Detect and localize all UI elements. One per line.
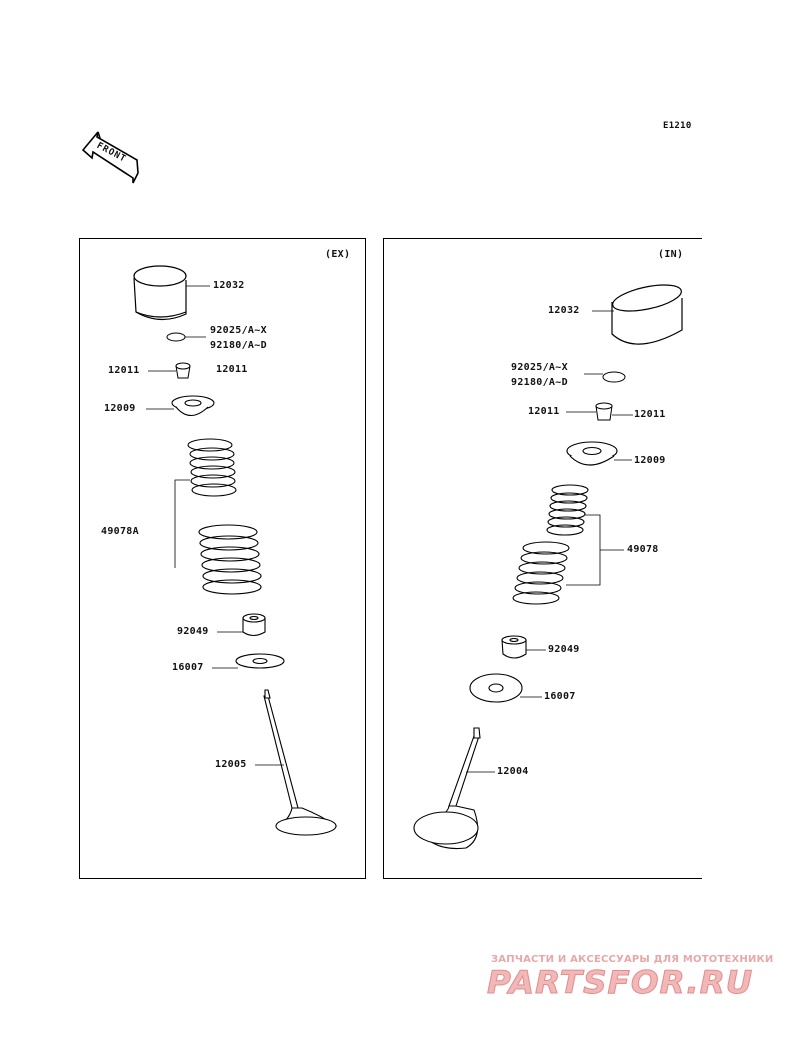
ex-valve-seal [242, 613, 266, 637]
watermark-tagline: ЗАПЧАСТИ И АКСЕССУАРЫ ДЛЯ МОТОТЕХНИКИ [491, 954, 774, 965]
in-panel-title: (IN) [658, 249, 684, 260]
in-valve-seal [501, 635, 527, 659]
ex-seat-label: 16007 [172, 662, 204, 673]
ex-valve-label: 12005 [215, 759, 247, 770]
in-shim [602, 371, 626, 383]
ex-spring-label: 49078A [101, 526, 139, 537]
ex-shim-a-label: 92025/A~X [210, 325, 267, 336]
ex-valve [263, 689, 338, 836]
in-spring-label: 49078 [627, 544, 659, 555]
in-keeper-right-label: 12011 [634, 409, 666, 420]
in-valve-label: 12004 [497, 766, 529, 777]
ex-panel-title: (EX) [325, 249, 351, 260]
in-seat-label: 16007 [544, 691, 576, 702]
diagram-code: E1210 [663, 121, 692, 131]
in-inner-spring [546, 484, 589, 536]
in-seal-label: 92049 [548, 644, 580, 655]
ex-keeper [175, 362, 191, 379]
in-retainer-label: 12009 [634, 455, 666, 466]
ex-inner-spring [187, 438, 237, 497]
in-keeper [595, 402, 613, 421]
in-shim-a-label: 92025/A~X [511, 362, 568, 373]
watermark-logo: PARTSFOR.RU [486, 965, 754, 1002]
ex-retainer-label: 12009 [104, 403, 136, 414]
front-arrow-icon [81, 131, 139, 184]
ex-outer-spring [198, 524, 262, 595]
ex-tappet [133, 265, 187, 321]
in-spring-seat [469, 673, 523, 703]
ex-keeper-left-label: 12011 [108, 365, 140, 376]
in-keeper-left-label: 12011 [528, 406, 560, 417]
in-outer-spring [512, 541, 570, 605]
ex-tappet-label: 12032 [213, 280, 245, 291]
exhaust-panel [79, 238, 366, 879]
in-tappet-label: 12032 [548, 305, 580, 316]
ex-spring-seat [235, 653, 285, 669]
ex-seal-label: 92049 [177, 626, 209, 637]
in-tappet [611, 284, 683, 345]
ex-keeper-right-label: 12011 [216, 364, 248, 375]
intake-panel [383, 238, 702, 879]
in-shim-b-label: 92180/A~D [511, 377, 568, 388]
ex-shim-b-label: 92180/A~D [210, 340, 267, 351]
in-retainer [566, 441, 618, 466]
ex-retainer [171, 395, 215, 417]
in-valve [413, 727, 481, 850]
